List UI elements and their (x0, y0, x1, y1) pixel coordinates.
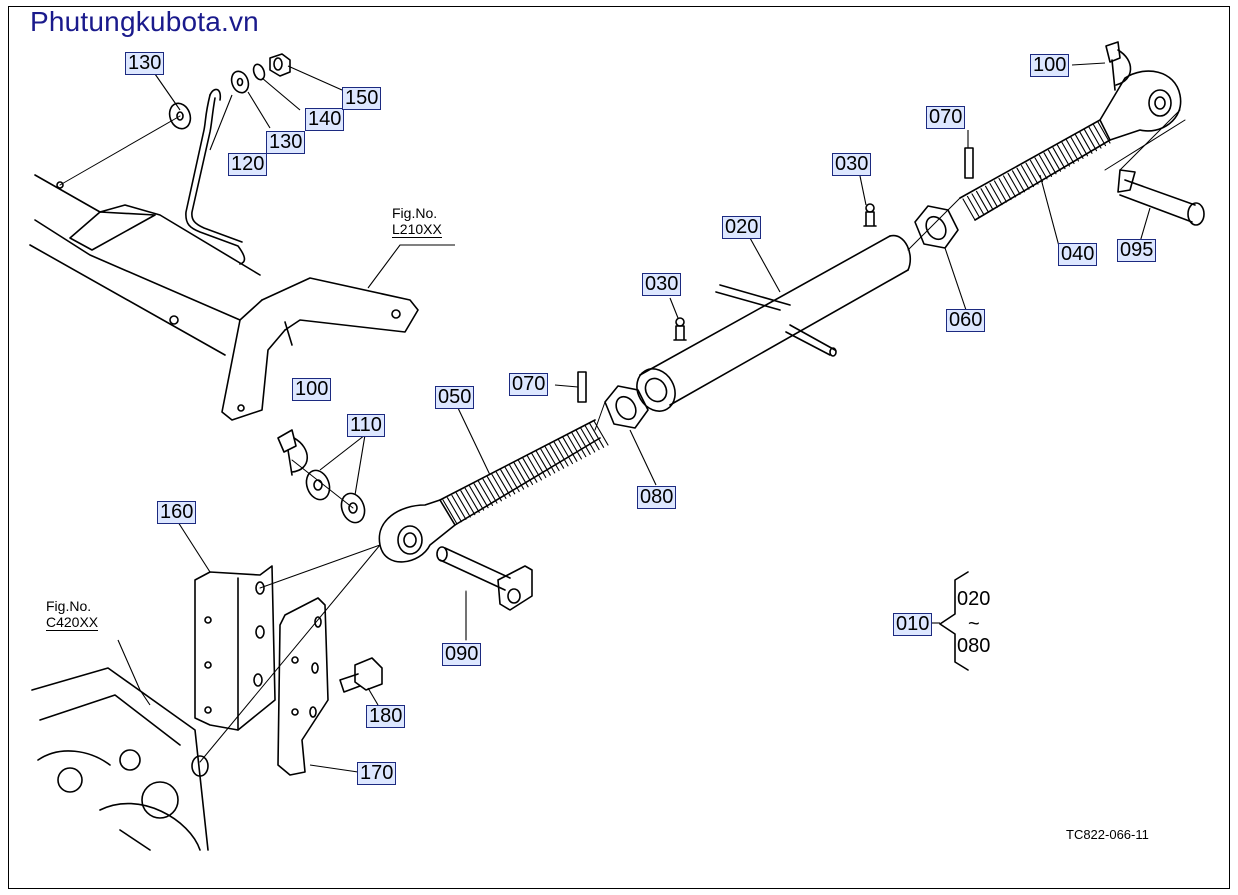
callout-130-left[interactable]: 130 (125, 52, 165, 75)
callout-060[interactable]: 060 (946, 309, 986, 332)
callout-030-mid[interactable]: 030 (642, 273, 682, 296)
callout-160[interactable]: 160 (157, 501, 197, 524)
washer-110-b (340, 492, 366, 524)
range-bracket-010 (939, 571, 969, 671)
bracket-160 (194, 565, 276, 731)
callout-090[interactable]: 090 (442, 643, 482, 666)
rod-120 (185, 88, 246, 265)
callout-120[interactable]: 120 (228, 153, 268, 176)
housing-c420 (31, 667, 209, 851)
callout-070-mid[interactable]: 070 (509, 373, 549, 396)
nut-060 (914, 205, 959, 249)
fig-ref-lower-label: Fig.No. (46, 598, 92, 614)
fig-ref-upper-label: Fig.No. (392, 205, 438, 221)
callout-180[interactable]: 180 (366, 705, 406, 728)
callout-140[interactable]: 140 (305, 108, 345, 131)
pin-095 (1117, 169, 1205, 226)
callout-100-top[interactable]: 100 (1030, 54, 1070, 77)
grease-nipple-030-b (863, 203, 877, 227)
threaded-rod-050 (378, 419, 609, 563)
callout-095[interactable]: 095 (1117, 239, 1157, 262)
threaded-rod-040 (959, 70, 1182, 221)
nut-080 (604, 385, 649, 429)
pin-070-b (964, 147, 974, 179)
callout-010[interactable]: 010 (893, 613, 933, 636)
drawing-code: TC822-066-11 (1066, 827, 1149, 842)
callout-070-top[interactable]: 070 (926, 106, 966, 129)
leader-axis-a (59, 115, 181, 186)
pin-090 (436, 546, 533, 611)
range-from: 020 (957, 588, 991, 610)
grease-nipple-030-a (673, 317, 687, 341)
bracket-170 (277, 597, 329, 776)
callout-170[interactable]: 170 (357, 762, 397, 785)
washer-130-right (230, 70, 250, 94)
callout-030-top[interactable]: 030 (832, 153, 872, 176)
range-tilde: ~ (968, 613, 980, 635)
lynch-pin-100-lower (277, 429, 309, 476)
callout-020[interactable]: 020 (722, 216, 762, 239)
callout-040[interactable]: 040 (1058, 243, 1098, 266)
lockwasher-140 (252, 63, 266, 81)
tube-020 (636, 234, 912, 412)
callout-050[interactable]: 050 (435, 386, 475, 409)
callout-110[interactable]: 110 (347, 414, 385, 437)
upper-frame-part (29, 174, 261, 356)
range-to: 080 (957, 635, 991, 657)
fig-ref-lower-code: C420XX (46, 614, 99, 631)
lynch-pin-100-top (1105, 41, 1132, 91)
brand-watermark: Phutungkubota.vn (30, 6, 259, 37)
callout-150[interactable]: 150 (342, 87, 382, 110)
drawing-frame (8, 6, 1230, 889)
fig-ref-upper-code: L210XX (392, 221, 442, 238)
bolt-180 (339, 657, 383, 693)
fig-ref-upper: Fig.No. L210XX (392, 205, 442, 238)
callout-080[interactable]: 080 (637, 486, 677, 509)
callout-100-lower[interactable]: 100 (292, 378, 332, 401)
pin-070-a (577, 371, 587, 403)
callout-130-right[interactable]: 130 (266, 131, 306, 154)
leader-lines (199, 109, 1186, 763)
fig-ref-lower: Fig.No. C420XX (46, 598, 99, 631)
bracket-l210 (221, 277, 419, 421)
nut-150 (269, 53, 291, 77)
